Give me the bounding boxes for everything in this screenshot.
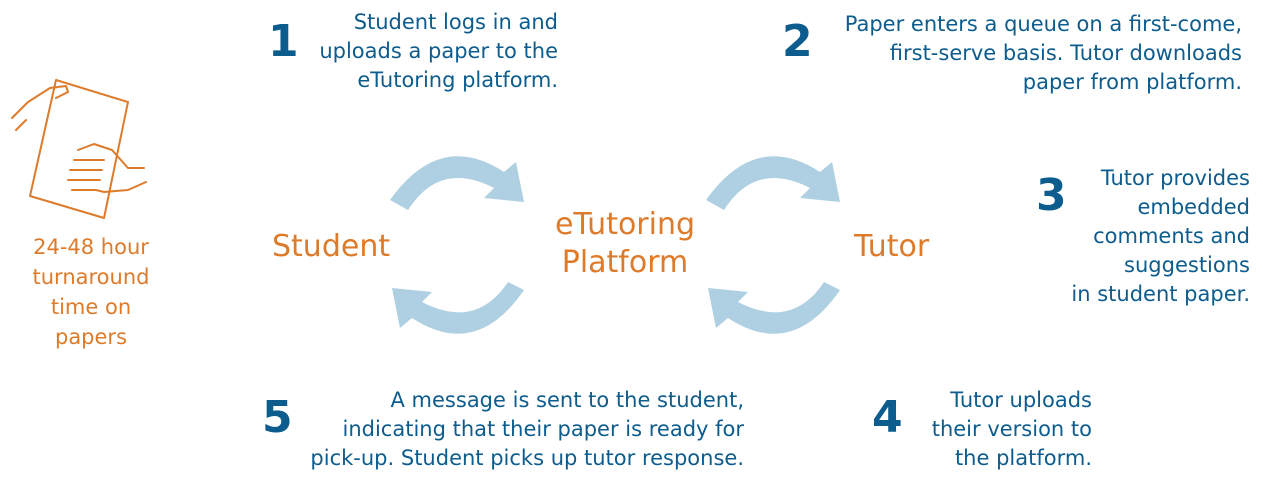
step-line: comments and xyxy=(1093,224,1250,248)
platform-node: eTutoring Platform xyxy=(540,206,710,282)
step-3-description: Tutor provides embedded comments and sug… xyxy=(1064,164,1250,309)
step-number: 5 xyxy=(262,392,293,443)
turnaround-line: 24-48 hour xyxy=(33,235,149,259)
step-line: pick-up. Student picks up tutor response… xyxy=(310,446,744,470)
step-line: paper from platform. xyxy=(1022,70,1242,94)
step-2-description: Paper enters a queue on a first-come, fi… xyxy=(818,10,1242,97)
turnaround-note: 24-48 hour turnaround time on papers xyxy=(6,232,176,352)
step-line: their version to xyxy=(931,417,1092,441)
step-line: embedded xyxy=(1137,195,1250,219)
step-line: uploads a paper to the xyxy=(319,39,558,63)
turnaround-line: turnaround xyxy=(32,265,150,289)
step-1-description: Student logs in and uploads a paper to t… xyxy=(304,8,558,95)
step-line: Tutor uploads xyxy=(950,388,1092,412)
step-line: Student logs in and xyxy=(353,10,558,34)
platform-node-line: eTutoring xyxy=(554,207,696,242)
step-line: indicating that their paper is ready for xyxy=(342,417,744,441)
step-line: in student paper. xyxy=(1071,282,1250,306)
step-number: 2 xyxy=(782,16,813,67)
step-line: eTutoring platform. xyxy=(357,68,558,92)
step-5-description: A message is sent to the student, indica… xyxy=(260,386,744,473)
step-line: A message is sent to the student, xyxy=(390,388,744,412)
step-4-description: Tutor uploads their version to the platf… xyxy=(904,386,1092,473)
turnaround-line: papers xyxy=(54,325,128,349)
tutor-node: Tutor xyxy=(854,229,930,264)
step-line: suggestions xyxy=(1124,253,1250,277)
step-number: 3 xyxy=(1036,170,1067,221)
turnaround-line: time on xyxy=(50,295,132,319)
step-line: first-serve basis. Tutor downloads xyxy=(889,41,1242,65)
step-number: 1 xyxy=(268,16,299,67)
platform-node-line: Platform xyxy=(561,245,689,280)
step-number: 4 xyxy=(872,392,903,443)
step-line: Tutor provides xyxy=(1100,166,1250,190)
step-line: Paper enters a queue on a first-come, xyxy=(844,12,1242,36)
student-node: Student xyxy=(272,229,391,264)
step-line: the platform. xyxy=(954,446,1092,470)
hands-passing-paper-icon xyxy=(11,79,147,219)
